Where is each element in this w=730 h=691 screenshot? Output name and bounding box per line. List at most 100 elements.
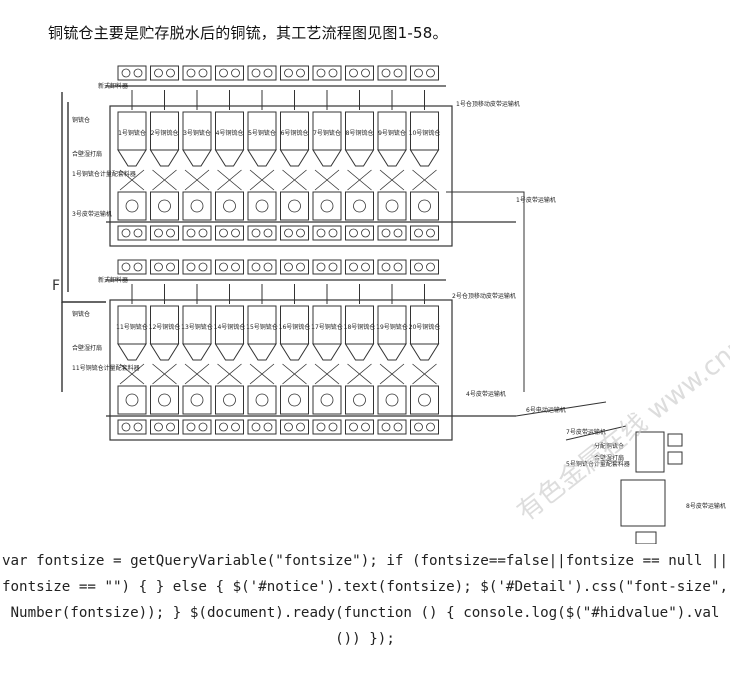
code-line: ()) }); bbox=[335, 631, 395, 647]
lower-motor-box bbox=[182, 259, 212, 275]
lower-feeder-line bbox=[379, 363, 405, 385]
upper-gauge-icon bbox=[166, 228, 175, 238]
upper-gauge-icon bbox=[426, 228, 435, 238]
upper-motor-icon bbox=[349, 68, 358, 78]
upper-motor-icon bbox=[328, 68, 338, 78]
lower-gauge-icon bbox=[263, 422, 273, 432]
upper-hopper bbox=[149, 149, 180, 167]
conveyor-label: 6号电动运输机 bbox=[526, 406, 566, 414]
upper-scale-icon bbox=[385, 199, 399, 213]
lower-motor-icon bbox=[381, 262, 391, 272]
lower-scale-box bbox=[215, 385, 244, 415]
lower-motor-icon bbox=[166, 262, 175, 272]
right-label: 合壁湿打扇 bbox=[594, 454, 624, 462]
lower-bin-label: 14号铜锍仓 bbox=[214, 323, 246, 331]
upper-scale-box bbox=[215, 191, 244, 221]
upper-motor-icon bbox=[133, 68, 143, 78]
upper-bin bbox=[182, 111, 212, 151]
upper-motor-box bbox=[247, 65, 277, 81]
upper-feeder-line bbox=[347, 169, 372, 191]
upper-gauge-box bbox=[312, 225, 342, 241]
lower-bin-label: 20号铜锍仓 bbox=[409, 323, 441, 331]
upper-gauge-box bbox=[377, 225, 407, 241]
lower-bin bbox=[117, 305, 147, 345]
lower-gauge-box bbox=[150, 419, 179, 435]
upper-hopper bbox=[312, 149, 342, 167]
lower-motor-icon bbox=[361, 262, 370, 272]
upper-scale-icon bbox=[125, 199, 139, 213]
lower-motor-icon bbox=[349, 262, 358, 272]
upper-bin bbox=[377, 111, 407, 151]
upper-scale-box bbox=[247, 191, 277, 221]
lower-frame bbox=[109, 299, 453, 441]
lower-scale-box bbox=[150, 385, 179, 415]
lower-bin-label: 13号铜锍仓 bbox=[181, 323, 213, 331]
lower-motor-icon bbox=[198, 262, 208, 272]
lower-bin bbox=[280, 305, 309, 345]
lower-motor-icon bbox=[426, 262, 435, 272]
lower-scale-icon bbox=[190, 393, 204, 407]
lower-gauge-icon bbox=[251, 422, 261, 432]
upper-gauge-icon bbox=[231, 228, 240, 238]
upper-bin bbox=[312, 111, 342, 151]
upper-gauge-icon bbox=[263, 228, 273, 238]
lower-motor-box bbox=[247, 259, 277, 275]
upper-scale-icon bbox=[418, 199, 431, 213]
upper-frame bbox=[109, 105, 453, 247]
lower-motor-box bbox=[280, 259, 309, 275]
upper-gauge-icon bbox=[198, 228, 208, 238]
lower-bin-label: 18号铜锍仓 bbox=[344, 323, 376, 331]
lower-motor-icon bbox=[251, 262, 261, 272]
upper-gauge-icon bbox=[349, 228, 358, 238]
upper-side-label: 3号皮带运输机 bbox=[72, 210, 112, 218]
lower-motor-icon bbox=[316, 262, 326, 272]
right-label: 分配铜锍仓 bbox=[594, 442, 624, 450]
lower-scale-icon bbox=[385, 393, 399, 407]
upper-bin bbox=[247, 111, 277, 151]
lower-side-label: 11号铜锍仓计量配套料器 bbox=[72, 364, 140, 372]
upper-gauge-box bbox=[150, 225, 179, 241]
upper-bin-label: 5号铜锍仓 bbox=[248, 129, 276, 137]
upper-scale-box bbox=[182, 191, 212, 221]
lower-scale-box bbox=[312, 385, 342, 415]
upper-motor-icon bbox=[296, 68, 305, 78]
upper-gauge-box bbox=[182, 225, 212, 241]
lower-gauge-icon bbox=[316, 422, 326, 432]
dispatch-motor bbox=[667, 451, 683, 465]
lower-scale-icon bbox=[125, 393, 139, 407]
upper-bin-label: 10号铜锍仓 bbox=[409, 129, 441, 137]
lower-bin-label: 12号铜锍仓 bbox=[149, 323, 181, 331]
upper-scale-box bbox=[377, 191, 407, 221]
upper-scale-box bbox=[150, 191, 179, 221]
upper-feeder-line bbox=[249, 169, 275, 191]
upper-feeder-line bbox=[119, 169, 145, 191]
upper-gauge-icon bbox=[251, 228, 261, 238]
lower-scale-icon bbox=[158, 393, 171, 407]
upper-motor-icon bbox=[198, 68, 208, 78]
lower-motor-icon bbox=[186, 262, 196, 272]
upper-gauge-box bbox=[215, 225, 244, 241]
upper-gauge-icon bbox=[121, 228, 131, 238]
lower-gauge-box bbox=[247, 419, 277, 435]
code-line: fontsize == "") { } else { $('#notice').… bbox=[1, 579, 729, 595]
lower-scale-box bbox=[280, 385, 309, 415]
conveyor-label: 1号皮带运输机 bbox=[516, 196, 556, 204]
upper-motor-icon bbox=[284, 68, 293, 78]
lower-hopper bbox=[344, 343, 375, 361]
upper-gauge-icon bbox=[219, 228, 228, 238]
upper-scale-icon bbox=[288, 199, 301, 213]
lower-hopper bbox=[117, 343, 147, 361]
upper-motor-box bbox=[377, 65, 407, 81]
upper-scale-icon bbox=[353, 199, 366, 213]
dispatch-motor bbox=[667, 433, 683, 447]
upper-scale-icon bbox=[158, 199, 171, 213]
upper-gauge-icon bbox=[154, 228, 163, 238]
lower-gauge-icon bbox=[219, 422, 228, 432]
lower-bin bbox=[345, 305, 374, 345]
conveyor-label: 2号仓顶移动皮带运输机 bbox=[452, 292, 516, 300]
upper-feeder-line bbox=[379, 169, 405, 191]
upper-motor-box bbox=[345, 65, 374, 81]
upper-motor-icon bbox=[166, 68, 175, 78]
lower-feeder-line bbox=[184, 363, 210, 385]
upper-bin-label: 4号铜锍仓 bbox=[216, 129, 244, 137]
